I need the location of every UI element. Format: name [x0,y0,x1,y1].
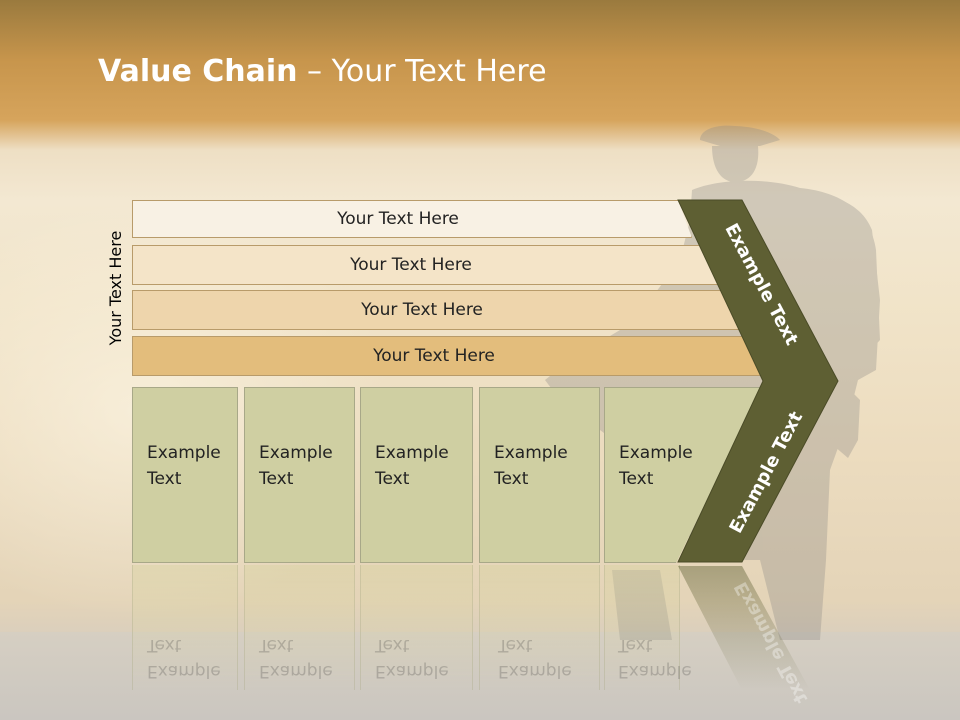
column-line1: Example [147,443,221,463]
column-line1: Example [259,443,333,463]
bar-label: Your Text Here [361,300,483,320]
column-line1: Example [494,443,568,463]
chevron-reflection [678,566,810,690]
title-rest: – Your Text Here [297,54,547,89]
title-bold: Value Chain [98,54,298,89]
column-line2: Text [259,469,294,489]
support-activity-bar-3[interactable]: Your Text Here [132,290,740,330]
column-reflection [244,565,355,690]
column-line2: Text [375,469,410,489]
bar-label: Your Text Here [337,209,459,229]
page-title: Value Chain – Your Text Here [98,54,547,89]
column-line2: Text [494,469,529,489]
column-line2: Text [147,469,182,489]
bar-label: Your Text Here [350,255,472,275]
column-line1: Example [619,443,693,463]
support-activity-bar-1[interactable]: Your Text Here [132,200,692,238]
bar-label: Your Text Here [373,346,495,366]
support-activity-bar-2[interactable]: Your Text Here [132,245,718,285]
column-reflection [132,565,238,690]
chevron-arrow[interactable] [677,199,839,563]
column-reflection [604,565,680,690]
support-activity-bar-4[interactable]: Your Text Here [132,336,764,376]
column-line2: Text [619,469,654,489]
column-reflection [479,565,600,690]
column-reflection [360,565,473,690]
column-line1: Example [375,443,449,463]
